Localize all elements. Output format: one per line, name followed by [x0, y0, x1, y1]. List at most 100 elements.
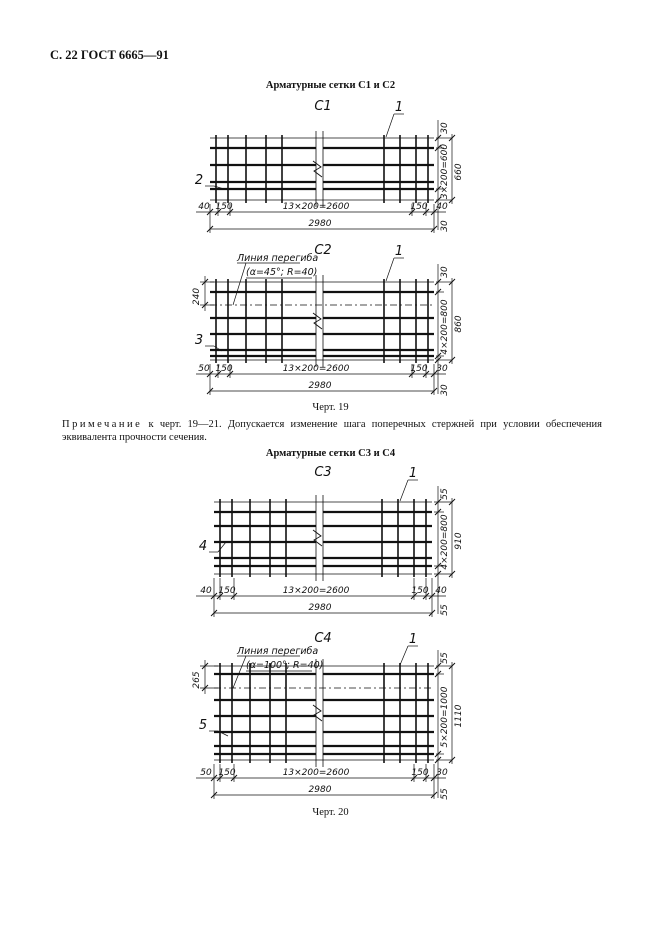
dimension-tick — [206, 225, 214, 233]
mesh-mark: С4 — [314, 631, 331, 646]
dimension-tick — [434, 185, 442, 193]
dim-total-width: 1110 — [454, 704, 464, 727]
dimension-tick — [210, 791, 218, 799]
side-callout-leader — [213, 185, 225, 190]
dim-right-margin: 30 — [436, 364, 448, 374]
dimension-tick — [216, 774, 224, 782]
dimension-tick — [434, 662, 442, 670]
dimension-tick — [230, 592, 238, 600]
dim-bottom-offset: 55 — [440, 604, 450, 616]
callout-leader — [385, 113, 395, 138]
dim-total-width: 660 — [454, 163, 464, 180]
side-callout-leader — [213, 345, 223, 352]
break-symbol — [312, 312, 323, 330]
dim-end-pitch-right: 150 — [411, 586, 428, 596]
dim-total-width: 860 — [454, 315, 464, 332]
dim-end-pitch-right: 150 — [410, 202, 427, 212]
dim-bar-spacing: 5×200=1000 — [440, 686, 450, 747]
dimension-tick — [434, 562, 442, 570]
side-callout-leader — [217, 730, 229, 737]
dimension-tick — [210, 592, 218, 600]
callout-1-label: 1 — [409, 466, 417, 481]
side-callout-label: 4 — [199, 539, 207, 554]
dim-overall-length: 2980 — [309, 603, 332, 613]
dimension-tick — [428, 592, 436, 600]
dimension-tick — [434, 144, 442, 152]
dimension-tick — [428, 609, 436, 617]
dimension-tick — [422, 370, 430, 378]
dim-bar-spacing: 4×200=800 — [440, 514, 450, 569]
side-callout-label: 5 — [199, 718, 207, 733]
note-label: Примечание — [62, 419, 143, 430]
break-symbol — [312, 160, 323, 178]
dim-end-pitch-left: 150 — [215, 364, 232, 374]
mesh-mark: С3 — [314, 465, 331, 480]
dimension-tick — [201, 662, 209, 670]
dimension-tick — [434, 756, 442, 764]
dimension-tick — [430, 791, 438, 799]
bend-line-label: Линия перегиба — [236, 253, 318, 264]
dimension-tick — [408, 208, 416, 216]
dim-end-pitch-right: 150 — [411, 768, 428, 778]
bend-line-params: (α=45°; R=40) — [246, 267, 317, 278]
dimension-tick — [410, 774, 418, 782]
dimension-tick — [408, 370, 416, 378]
dimension-tick — [410, 592, 418, 600]
dimension-tick — [430, 370, 438, 378]
bend-leader-line — [232, 262, 247, 306]
dimension-tick — [214, 208, 222, 216]
dimension-tick — [210, 609, 218, 617]
dimension-tick — [434, 670, 442, 678]
dim-top-offset: 55 — [440, 488, 450, 500]
dim-right-margin: 40 — [435, 586, 447, 596]
dimension-tick — [422, 208, 430, 216]
dim-main-pitch: 13×200=2600 — [283, 364, 350, 374]
dimension-tick — [206, 387, 214, 395]
callout-leader — [399, 479, 409, 502]
dim-left-margin: 50 — [198, 364, 210, 374]
break-symbol — [312, 529, 323, 547]
dim-bend-offset: 240 — [192, 288, 202, 305]
dimension-tick — [201, 278, 209, 286]
mesh-mark: С2 — [314, 243, 331, 258]
callout-1-label: 1 — [395, 244, 403, 259]
dim-bottom-offset: 30 — [440, 384, 450, 396]
dim-overall-length: 2980 — [309, 219, 332, 229]
dimension-tick — [448, 570, 456, 578]
dimension-tick — [206, 370, 214, 378]
dim-main-pitch: 13×200=2600 — [283, 202, 350, 212]
dimension-tick — [434, 498, 442, 506]
dimension-tick — [230, 774, 238, 782]
dimension-tick — [448, 356, 456, 364]
dimension-tick — [434, 570, 442, 578]
dim-end-pitch-left: 150 — [218, 768, 235, 778]
dimension-tick — [430, 774, 438, 782]
dim-left-margin: 50 — [200, 768, 212, 778]
dimension-tick — [434, 278, 442, 286]
dimension-tick — [434, 352, 442, 360]
dim-bend-offset: 265 — [192, 671, 202, 688]
dimension-tick — [448, 196, 456, 204]
dimension-tick — [430, 387, 438, 395]
dimension-tick — [448, 278, 456, 286]
dim-total-width: 910 — [454, 532, 464, 549]
dimension-tick — [434, 750, 442, 758]
note-paragraph: Примечание к черт. 19—21. Допускается из… — [62, 418, 602, 444]
dimension-tick — [448, 662, 456, 670]
dimension-tick — [434, 356, 442, 364]
dimension-tick — [448, 756, 456, 764]
dim-main-pitch: 13×200=2600 — [283, 768, 350, 778]
bend-line-label: Линия перегиба — [236, 646, 318, 657]
side-callout-label: 3 — [195, 333, 203, 348]
dim-bottom-offset: 55 — [440, 788, 450, 800]
dimension-tick — [430, 208, 438, 216]
dimension-tick — [210, 774, 218, 782]
dim-overall-length: 2980 — [309, 785, 332, 795]
dim-bar-spacing: 3×200=600 — [440, 144, 450, 199]
caption-fig-20: Черт. 20 — [312, 807, 349, 818]
bend-leader-line — [232, 655, 247, 689]
dimension-tick — [448, 134, 456, 142]
